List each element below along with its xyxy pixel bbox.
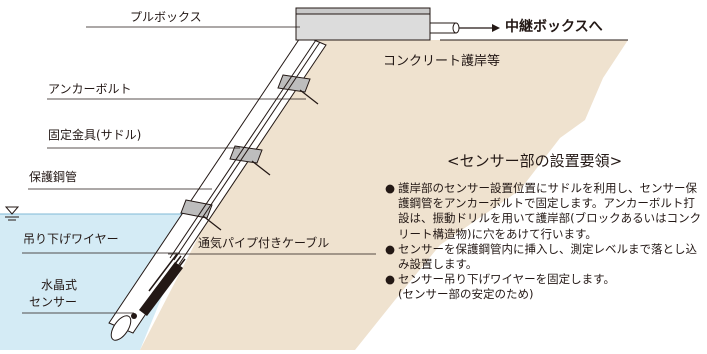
vent-cable — [173, 41, 321, 261]
procedure-notes: ● 護岸部のセンサー設置位置にサドルを利用し、センサー保護鋼管をアンカーボルトで… — [385, 181, 703, 303]
relay-conduit — [429, 22, 457, 34]
anchor-bolt — [202, 215, 222, 231]
note-item: ● センサーを保護鋼管内に挿入し、測定レベルまで落とし込み設置します。 — [385, 242, 703, 272]
anchor-bolt — [299, 89, 319, 105]
label-sensor-line1: 水晶式 — [41, 278, 78, 292]
saddle — [229, 145, 263, 164]
pull-box-lid — [295, 7, 431, 15]
note-text: 護岸部のセンサー設置位置にサドルを利用し、センサー保護鋼管をアンカーボルトで固定… — [398, 181, 702, 241]
bullet-icon: ● — [385, 181, 396, 195]
relay-conduit-end — [452, 22, 460, 34]
label-pull-box: プルボックス — [130, 10, 202, 24]
water-level-symbol — [4, 206, 20, 221]
note-item: ● センサー吊り下げワイヤーを固定します。 — [385, 272, 703, 287]
saddle — [180, 199, 213, 219]
sensor-tip — [131, 313, 137, 319]
procedure-heading: <センサー部の設置要領> — [447, 152, 623, 170]
note-item: ● 護岸部のセンサー設置位置にサドルを利用し、センサー保護鋼管をアンカーボルトで… — [385, 181, 703, 242]
note-text: センサー吊り下げワイヤーを固定します。 — [398, 272, 616, 287]
label-relay-box: 中継ボックスへ — [505, 19, 603, 35]
label-revetment: コンクリート護岸等 — [383, 54, 501, 69]
anchor-bolt — [251, 160, 271, 176]
saddle-group — [180, 74, 311, 219]
label-fixture: 固定金具(サドル) — [48, 128, 142, 142]
steel-pipe-body — [108, 34, 327, 334]
sensor-strands — [148, 253, 186, 298]
relay-arrow-head — [492, 24, 500, 32]
pipe-bottom-end — [110, 315, 132, 341]
saddle — [277, 74, 311, 93]
label-sensor-line2: センサー — [29, 295, 78, 309]
anchor-bolt-group — [202, 89, 319, 231]
bullet-icon: ● — [385, 272, 396, 287]
suspension-wire — [169, 39, 317, 259]
label-suspension-wire: 吊り下げワイヤー — [23, 232, 119, 246]
note-text: センサーを保護鋼管内に挿入し、測定レベルまで落とし込み設置します。 — [398, 241, 697, 272]
bullet-icon: ● — [385, 241, 396, 256]
label-steel-pipe: 保護鋼管 — [29, 170, 78, 184]
label-vent-cable: 通気パイプ付きケーブル — [198, 236, 330, 250]
label-anchor-bolt: アンカーボルト — [48, 82, 132, 96]
leader-lines — [22, 26, 376, 314]
note-subtext: (センサー部の安定のため) — [398, 287, 534, 302]
